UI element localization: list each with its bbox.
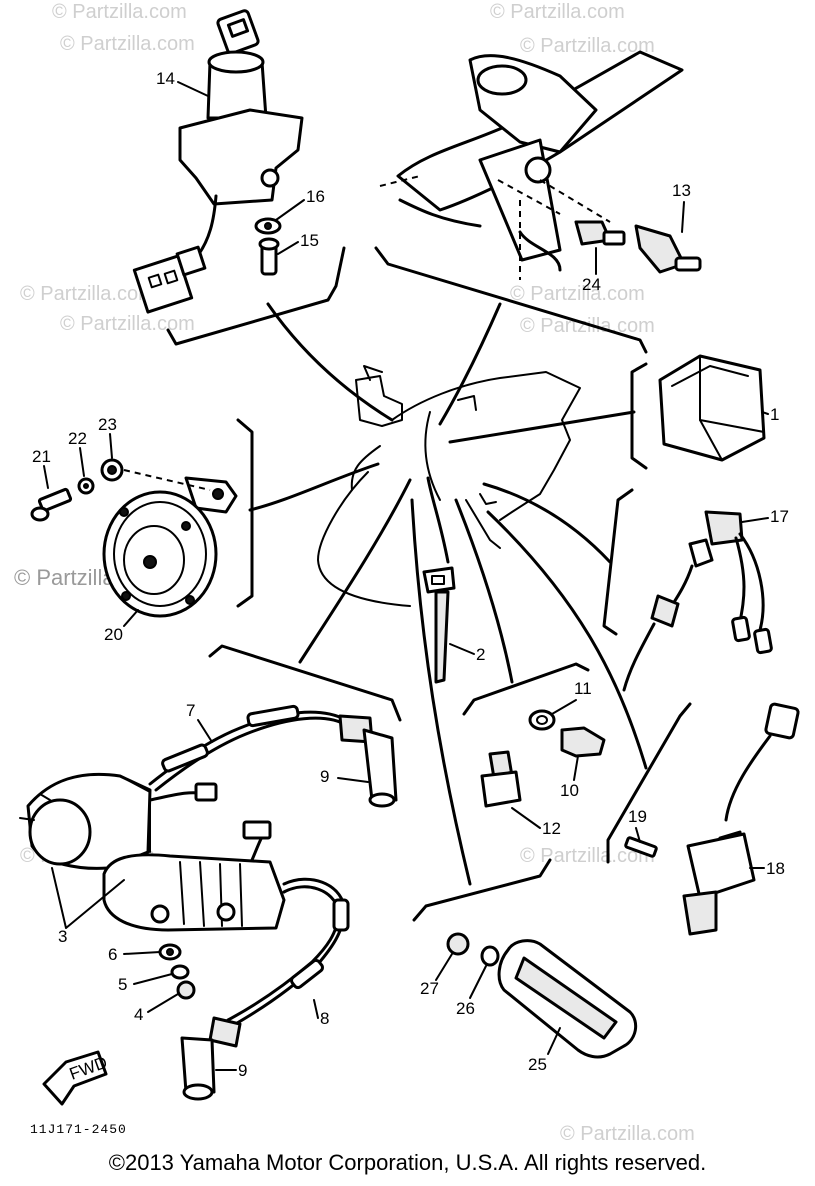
callout-17: 17 bbox=[770, 507, 789, 526]
nut-4 bbox=[176, 980, 196, 1000]
callout-numbers: 14 16 15 13 24 1 23 22 21 20 17 2 7 9 11… bbox=[32, 69, 789, 1080]
callout-18: 18 bbox=[766, 859, 785, 878]
watermark: © Partzilla.com bbox=[520, 35, 655, 57]
watermark: © Partzilla.com bbox=[20, 283, 155, 305]
plug-lead-7 bbox=[148, 704, 350, 792]
switch-24 bbox=[574, 220, 626, 246]
callout-3: 3 bbox=[58, 927, 67, 946]
callout-7: 7 bbox=[186, 701, 195, 720]
callout-2: 2 bbox=[476, 645, 485, 664]
connector-line bbox=[298, 478, 412, 664]
group-bracket bbox=[374, 246, 648, 354]
callout-15: 15 bbox=[300, 231, 319, 250]
switch-12 bbox=[480, 750, 522, 808]
callout-21: 21 bbox=[32, 447, 51, 466]
copyright-text: ©2013 Yamaha Motor Corporation, U.S.A. A… bbox=[108, 1150, 707, 1175]
connector-line bbox=[426, 476, 450, 564]
washer-16 bbox=[254, 217, 282, 235]
group-bracket bbox=[606, 702, 692, 864]
ignition-coil-3b bbox=[102, 820, 286, 932]
connector-line bbox=[438, 302, 502, 426]
callout-11: 11 bbox=[574, 679, 592, 698]
callout-24: 24 bbox=[582, 275, 601, 294]
ignition-switch-part bbox=[132, 9, 304, 314]
watermark: © Partzilla.com bbox=[520, 845, 655, 867]
washer-26 bbox=[480, 945, 500, 967]
group-bracket bbox=[630, 362, 648, 470]
washer-11 bbox=[528, 709, 556, 731]
callout-26: 26 bbox=[456, 999, 475, 1018]
group-bracket bbox=[462, 662, 590, 716]
callout-27: 27 bbox=[420, 979, 439, 998]
plug-cap-9-bottom bbox=[180, 1016, 242, 1101]
callout-6: 6 bbox=[108, 945, 117, 964]
watermark: © Partzilla.com bbox=[560, 1123, 695, 1145]
fwd-arrow: FWD bbox=[42, 1050, 110, 1106]
handlebar-part bbox=[379, 50, 684, 280]
group-bracket bbox=[602, 488, 634, 636]
watermark: © Partzilla.com bbox=[490, 1, 625, 23]
reflector-25 bbox=[497, 939, 638, 1059]
washer-5 bbox=[170, 964, 190, 980]
connector-line bbox=[410, 498, 472, 886]
washer-23 bbox=[100, 458, 124, 482]
connector-line bbox=[248, 462, 380, 512]
callout-23: 23 bbox=[98, 415, 117, 434]
callout-16: 16 bbox=[306, 187, 325, 206]
connector-line bbox=[454, 498, 514, 684]
callout-1: 1 bbox=[770, 405, 779, 424]
watermark: © Partzilla.com bbox=[60, 33, 195, 55]
callout-22: 22 bbox=[68, 429, 87, 448]
frame-sketch bbox=[317, 365, 581, 607]
connector-line bbox=[486, 510, 648, 770]
callout-5: 5 bbox=[118, 975, 127, 994]
plug-lead-8 bbox=[226, 877, 350, 1028]
callout-9: 9 bbox=[320, 767, 329, 786]
ignition-coil-3a bbox=[19, 772, 218, 870]
callout-14: 14 bbox=[156, 69, 175, 88]
nut-27 bbox=[446, 932, 470, 956]
callout-9b: 9 bbox=[238, 1061, 247, 1080]
watermark: © Partzilla.com bbox=[52, 1, 187, 23]
horn-20 bbox=[102, 476, 238, 618]
switch-18 bbox=[682, 702, 800, 936]
group-bracket bbox=[208, 644, 402, 722]
group-bracket bbox=[166, 246, 346, 346]
watermark: © Partzilla.com bbox=[60, 313, 195, 335]
screw-15 bbox=[258, 237, 280, 276]
sensor-17 bbox=[622, 510, 773, 692]
bolt-21 bbox=[30, 487, 73, 522]
watermark: © Partzilla.com bbox=[520, 315, 655, 337]
connector-line bbox=[448, 410, 636, 444]
callout-10: 10 bbox=[560, 781, 579, 800]
screw-19 bbox=[624, 836, 658, 858]
plug-cap-9-top bbox=[338, 714, 398, 808]
callout-8: 8 bbox=[320, 1009, 329, 1028]
callout-4: 4 bbox=[134, 1005, 143, 1024]
connector-line bbox=[266, 302, 394, 422]
assembly-line bbox=[123, 469, 211, 491]
switch-10 bbox=[560, 726, 606, 758]
relay-1 bbox=[658, 354, 766, 462]
group-bracket bbox=[236, 418, 254, 608]
leader-3 bbox=[51, 867, 125, 929]
callout-20: 20 bbox=[104, 625, 123, 644]
callout-19: 19 bbox=[628, 807, 647, 826]
washer-22 bbox=[77, 477, 95, 495]
switch-13 bbox=[634, 224, 702, 274]
callout-25: 25 bbox=[528, 1055, 547, 1074]
washer-6 bbox=[158, 943, 182, 961]
connector-line bbox=[482, 482, 612, 564]
diagram-code: 11J171-2450 bbox=[30, 1122, 127, 1137]
group-bracket bbox=[412, 858, 552, 922]
cable-tie-2 bbox=[422, 566, 456, 684]
watermark: © Partzilla.com bbox=[510, 283, 645, 305]
callout-13: 13 bbox=[672, 181, 691, 200]
callout-12: 12 bbox=[542, 819, 561, 838]
